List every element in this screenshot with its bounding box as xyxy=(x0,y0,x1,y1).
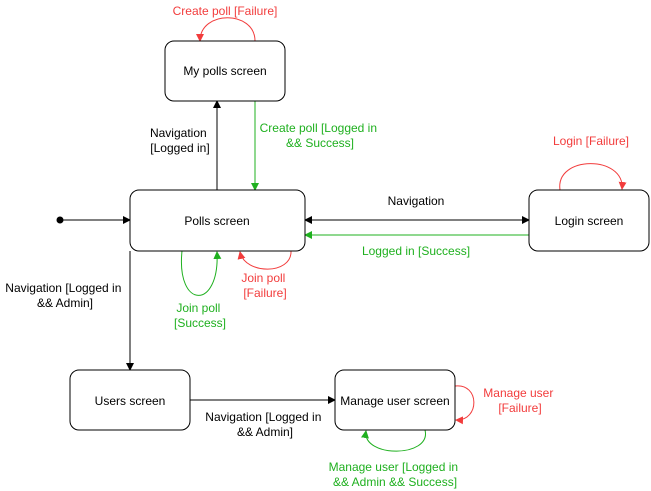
manage-user-failure-label: Manage user [Failure] xyxy=(483,386,556,415)
state-manage-user: Manage user screen xyxy=(334,369,456,431)
navigation-logged-in-label: Navigation [Logged in] xyxy=(150,126,210,155)
state-polls: Polls screen xyxy=(129,189,306,252)
logged-in-success-label: Logged in [Success] xyxy=(362,244,470,258)
join-poll-success-label: Join poll [Success] xyxy=(174,301,226,330)
login-failure-arrow xyxy=(559,163,627,191)
state-users-label: Users screen xyxy=(95,394,166,408)
manage-user-success-label: Manage user [Logged in && Admin && Succe… xyxy=(329,460,462,489)
navigation-admin-label: Navigation [Logged in && Admin] xyxy=(5,281,124,310)
manage-user-failure-arrow xyxy=(454,385,475,425)
state-login-label: Login screen xyxy=(555,214,624,228)
create-poll-success-label: Create poll [Logged in && Success] xyxy=(260,121,381,150)
state-login: Login screen xyxy=(528,189,650,252)
navigation-admin-users-label: Navigation [Logged in && Admin] xyxy=(205,410,324,439)
create-poll-failure-label: Create poll [Failure] xyxy=(173,4,278,18)
state-my-polls-label: My polls screen xyxy=(183,64,266,78)
state-manage-user-label: Manage user screen xyxy=(340,394,449,408)
state-users: Users screen xyxy=(69,369,191,431)
state-polls-label: Polls screen xyxy=(184,214,249,228)
initial-state-dot xyxy=(56,216,64,224)
login-failure-label: Login [Failure] xyxy=(553,134,629,148)
join-poll-failure-arrow xyxy=(237,250,292,270)
join-poll-failure-label: Join poll [Failure] xyxy=(241,271,288,300)
create-poll-failure-arrow xyxy=(196,17,256,42)
state-my-polls: My polls screen xyxy=(164,40,286,102)
join-poll-success-arrow xyxy=(180,250,222,296)
navigation-login-label: Navigation xyxy=(388,194,445,208)
manage-user-success-arrow xyxy=(361,429,426,452)
